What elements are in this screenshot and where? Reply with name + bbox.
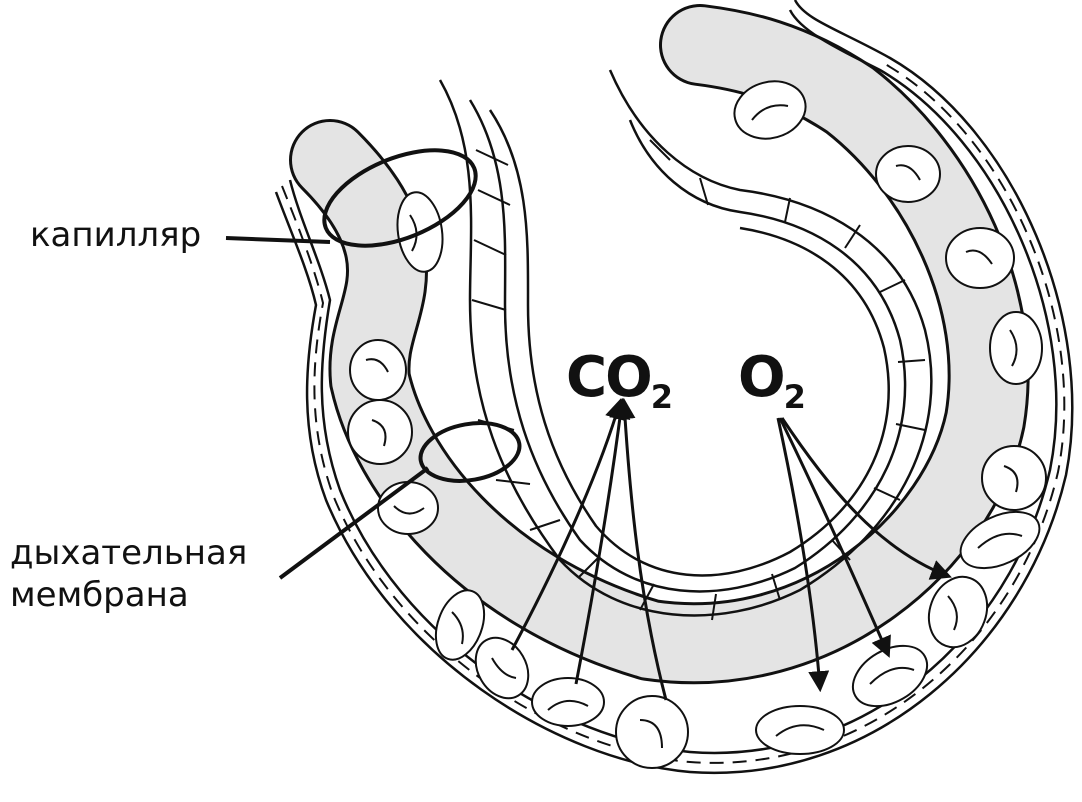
- o2-label: O2: [738, 348, 806, 427]
- capillary-pointer-line: [226, 238, 330, 242]
- o2-label-subscript: 2: [784, 378, 806, 416]
- red-blood-cell-icon: [616, 696, 688, 768]
- red-blood-cell-icon: [982, 446, 1046, 510]
- red-blood-cell-icon: [842, 633, 937, 718]
- red-blood-cell-icon: [946, 228, 1014, 288]
- red-blood-cell-icon: [378, 482, 438, 534]
- red-blood-cell-icon: [348, 400, 412, 464]
- co2-label-main: CO: [566, 345, 651, 410]
- red-blood-cell-icon: [350, 340, 406, 400]
- membrane-label-line1: дыхательная: [10, 532, 247, 574]
- red-blood-cell-icon: [532, 678, 604, 726]
- o2-label-main: O: [738, 345, 784, 410]
- membrane-label-line2: мембрана: [10, 574, 247, 616]
- red-blood-cell-icon: [876, 146, 940, 202]
- red-blood-cell-icon: [756, 706, 844, 754]
- red-blood-cell-icon: [990, 312, 1042, 384]
- co2-label-subscript: 2: [651, 378, 673, 416]
- membrane-label: дыхательная мембрана: [10, 532, 247, 616]
- capillary-label: капилляр: [30, 214, 201, 256]
- co2-label: CO2: [566, 348, 673, 427]
- capillary-vessel: [330, 45, 989, 643]
